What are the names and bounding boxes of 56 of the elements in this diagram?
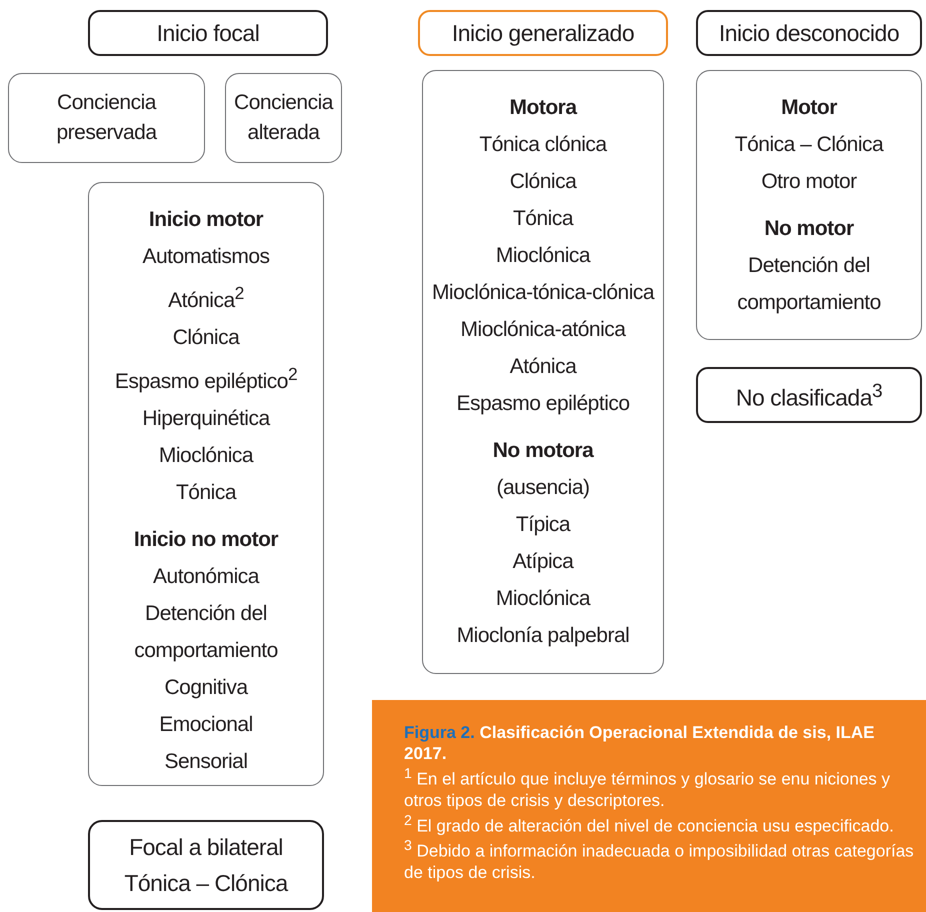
list-item: Tónica clónica — [479, 132, 607, 158]
list-item: Conciencia alterada — [233, 90, 334, 146]
list-item: Detención del comportamiento — [133, 601, 279, 664]
list-item: Mioclónica-tónica-clónica — [432, 280, 654, 306]
list-item: Automatismos — [142, 244, 270, 270]
list-item: Cognitiva — [164, 675, 248, 701]
list-item: Espasmo epiléptico$^{2}$ — [114, 363, 298, 395]
figure-caption: Figura 2. Clasificación Operacional Extendida de sis, ILAE 2017. — [404, 722, 876, 764]
list-item: Clónica — [172, 325, 240, 351]
header-title: No clasificada$^{3}$ — [736, 380, 882, 413]
list-item: Autonómica — [153, 564, 259, 590]
section-heading: No motora — [492, 438, 594, 464]
seizure-type-box — [88, 182, 324, 786]
list-item: Mioclónica — [158, 443, 254, 469]
header-box — [418, 10, 668, 56]
footnote: $^{3}$ Debido a información inadecuada o imposibilidad otras categorías de tipos de crisis. — [404, 837, 915, 883]
header-title: Inicio generalizado — [452, 19, 634, 48]
section-heading: Inicio motor — [148, 207, 264, 233]
list-item: Mioclónica — [496, 586, 590, 612]
list-item: Atípica — [512, 549, 574, 575]
list-item: Mioclonía palpebral — [456, 623, 630, 649]
header-title: Focal a bilateral — [129, 833, 283, 862]
list-item: Emocional — [159, 712, 253, 738]
header-title: Tónica – Clónica — [124, 869, 288, 898]
list-item: Clónica — [510, 169, 576, 195]
section-heading: Inicio no motor — [134, 527, 278, 553]
list-item: Hiperquinética — [142, 406, 270, 432]
category-box — [8, 73, 205, 163]
list-item: Tónica — [176, 480, 236, 506]
list-item: Sensorial — [164, 749, 248, 775]
footnote: $^{2}$ El grado de alteración del nivel de conciencia usu especificado. — [404, 812, 895, 836]
seizure-type-box — [696, 70, 922, 340]
header-title: Inicio focal — [156, 19, 260, 48]
list-item: Atónica$^{2}$ — [168, 282, 244, 314]
list-item: Tónica – Clónica — [734, 132, 884, 158]
list-item: Tónica — [512, 206, 574, 232]
category-box — [225, 73, 342, 163]
list-item: Otro motor — [761, 169, 857, 195]
header-box — [88, 10, 328, 56]
list-item: Mioclónica — [496, 243, 590, 269]
list-item: Atónica — [510, 354, 576, 380]
list-item: Espasmo epiléptico — [456, 391, 630, 417]
header-box — [696, 367, 922, 423]
list-item: Detención del comportamiento — [736, 253, 882, 316]
list-item: Mioclónica-atónica — [460, 317, 626, 343]
list-item: (ausencia) — [496, 475, 590, 501]
header-box — [88, 820, 324, 910]
list-item: Típica — [516, 512, 570, 538]
seizure-type-box — [422, 70, 664, 674]
footnote: $^{1}$ En el artículo que incluye términos y glosario se enu niciones y otros tipos de crisis y descriptores. — [404, 765, 892, 811]
section-heading: Motor — [781, 95, 837, 121]
list-item: Conciencia preservada — [55, 90, 158, 146]
header-title: Inicio desconocido — [718, 19, 900, 48]
header-box — [696, 10, 922, 56]
section-heading: No motor — [764, 216, 854, 242]
section-heading: Motora — [510, 95, 576, 121]
